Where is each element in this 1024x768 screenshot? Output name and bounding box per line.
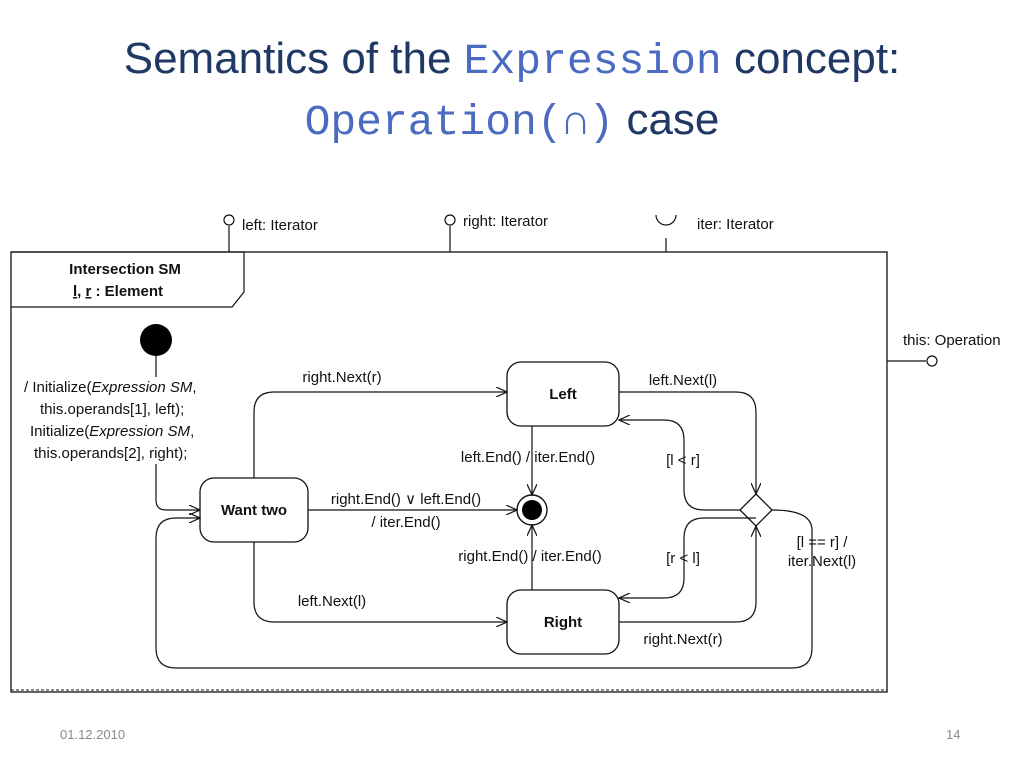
state-machine-diagram: Intersection SM l, r : Element left: Ite…	[10, 213, 1001, 693]
title-line-2: Operation(∩) case	[0, 91, 1024, 152]
transition-choice-to-right	[619, 517, 756, 598]
initial-state	[140, 324, 172, 356]
final-state	[516, 494, 548, 526]
port-this-label: this: Operation	[903, 332, 1001, 349]
label-want-to-final-2: / iter.End()	[371, 514, 440, 531]
transition-choice-to-want	[155, 509, 813, 669]
port-right: right: Iterator	[444, 213, 548, 252]
state-want-two-label: Want two	[221, 502, 287, 519]
footer-date: 01.12.2010	[60, 727, 126, 742]
label-guard-r-lt-l: [r < l]	[666, 550, 700, 567]
label-left-to-final: left.End() / iter.End()	[461, 449, 595, 466]
frame-variables: l, r : Element	[73, 283, 163, 300]
svg-text:this.operands[1], left);: this.operands[1], left);	[40, 401, 184, 418]
port-left-label: left: Iterator	[242, 217, 318, 234]
label-right-to-choice: right.Next(r)	[643, 631, 722, 648]
transition-want-to-right	[253, 542, 507, 622]
label-left-to-choice: left.Next(l)	[649, 372, 717, 389]
label-guard-eq-1: [l == r] /	[797, 534, 849, 551]
footer-page-number: 14	[946, 727, 961, 742]
port-iter: iter: Iterator	[655, 214, 774, 252]
transition-initial	[155, 464, 200, 510]
svg-text:/ Initialize(Expression SM,: / Initialize(Expression SM,	[24, 379, 197, 396]
port-right-label: right: Iterator	[463, 213, 548, 230]
title-line-1: Semantics of the Expression concept:	[0, 30, 1024, 91]
transition-right-to-choice	[619, 526, 756, 623]
title-text-3: case	[614, 95, 720, 144]
title-text-1: Semantics of the	[123, 34, 464, 83]
label-guard-eq-2: iter.Next(l)	[788, 553, 856, 570]
label-right-to-final: right.End() / iter.End()	[458, 548, 601, 565]
port-this: this: Operation	[887, 332, 1001, 367]
state-left-label: Left	[549, 386, 577, 403]
transition-left-to-choice	[619, 391, 756, 494]
port-iter-label: iter: Iterator	[697, 216, 774, 233]
title-text-2: concept:	[721, 34, 901, 83]
svg-text:this.operands[2], right);: this.operands[2], right);	[34, 445, 187, 462]
port-left: left: Iterator	[223, 214, 318, 252]
title-code-expression: Expression	[463, 37, 722, 86]
svg-text:Initialize(Expression SM,: Initialize(Expression SM,	[30, 423, 194, 440]
label-want-to-left: right.Next(r)	[302, 369, 381, 386]
state-right: Right	[506, 589, 620, 655]
state-right-label: Right	[544, 614, 582, 631]
title-code-operation: Operation(∩)	[304, 98, 615, 147]
state-left: Left	[506, 361, 620, 427]
state-want-two: Want two	[199, 477, 309, 543]
frame-name: Intersection SM	[69, 261, 181, 278]
slide-title: Semantics of the Expression concept: Ope…	[0, 30, 1024, 152]
label-want-to-right: left.Next(l)	[298, 593, 366, 610]
transition-want-to-left	[253, 392, 507, 478]
init-action: / Initialize(Expression SM, this.operand…	[24, 379, 197, 462]
transition-choice-to-left	[619, 420, 740, 511]
label-guard-l-lt-r: [l < r]	[666, 452, 700, 469]
label-want-to-final-1: right.End() ∨ left.End()	[331, 491, 481, 508]
